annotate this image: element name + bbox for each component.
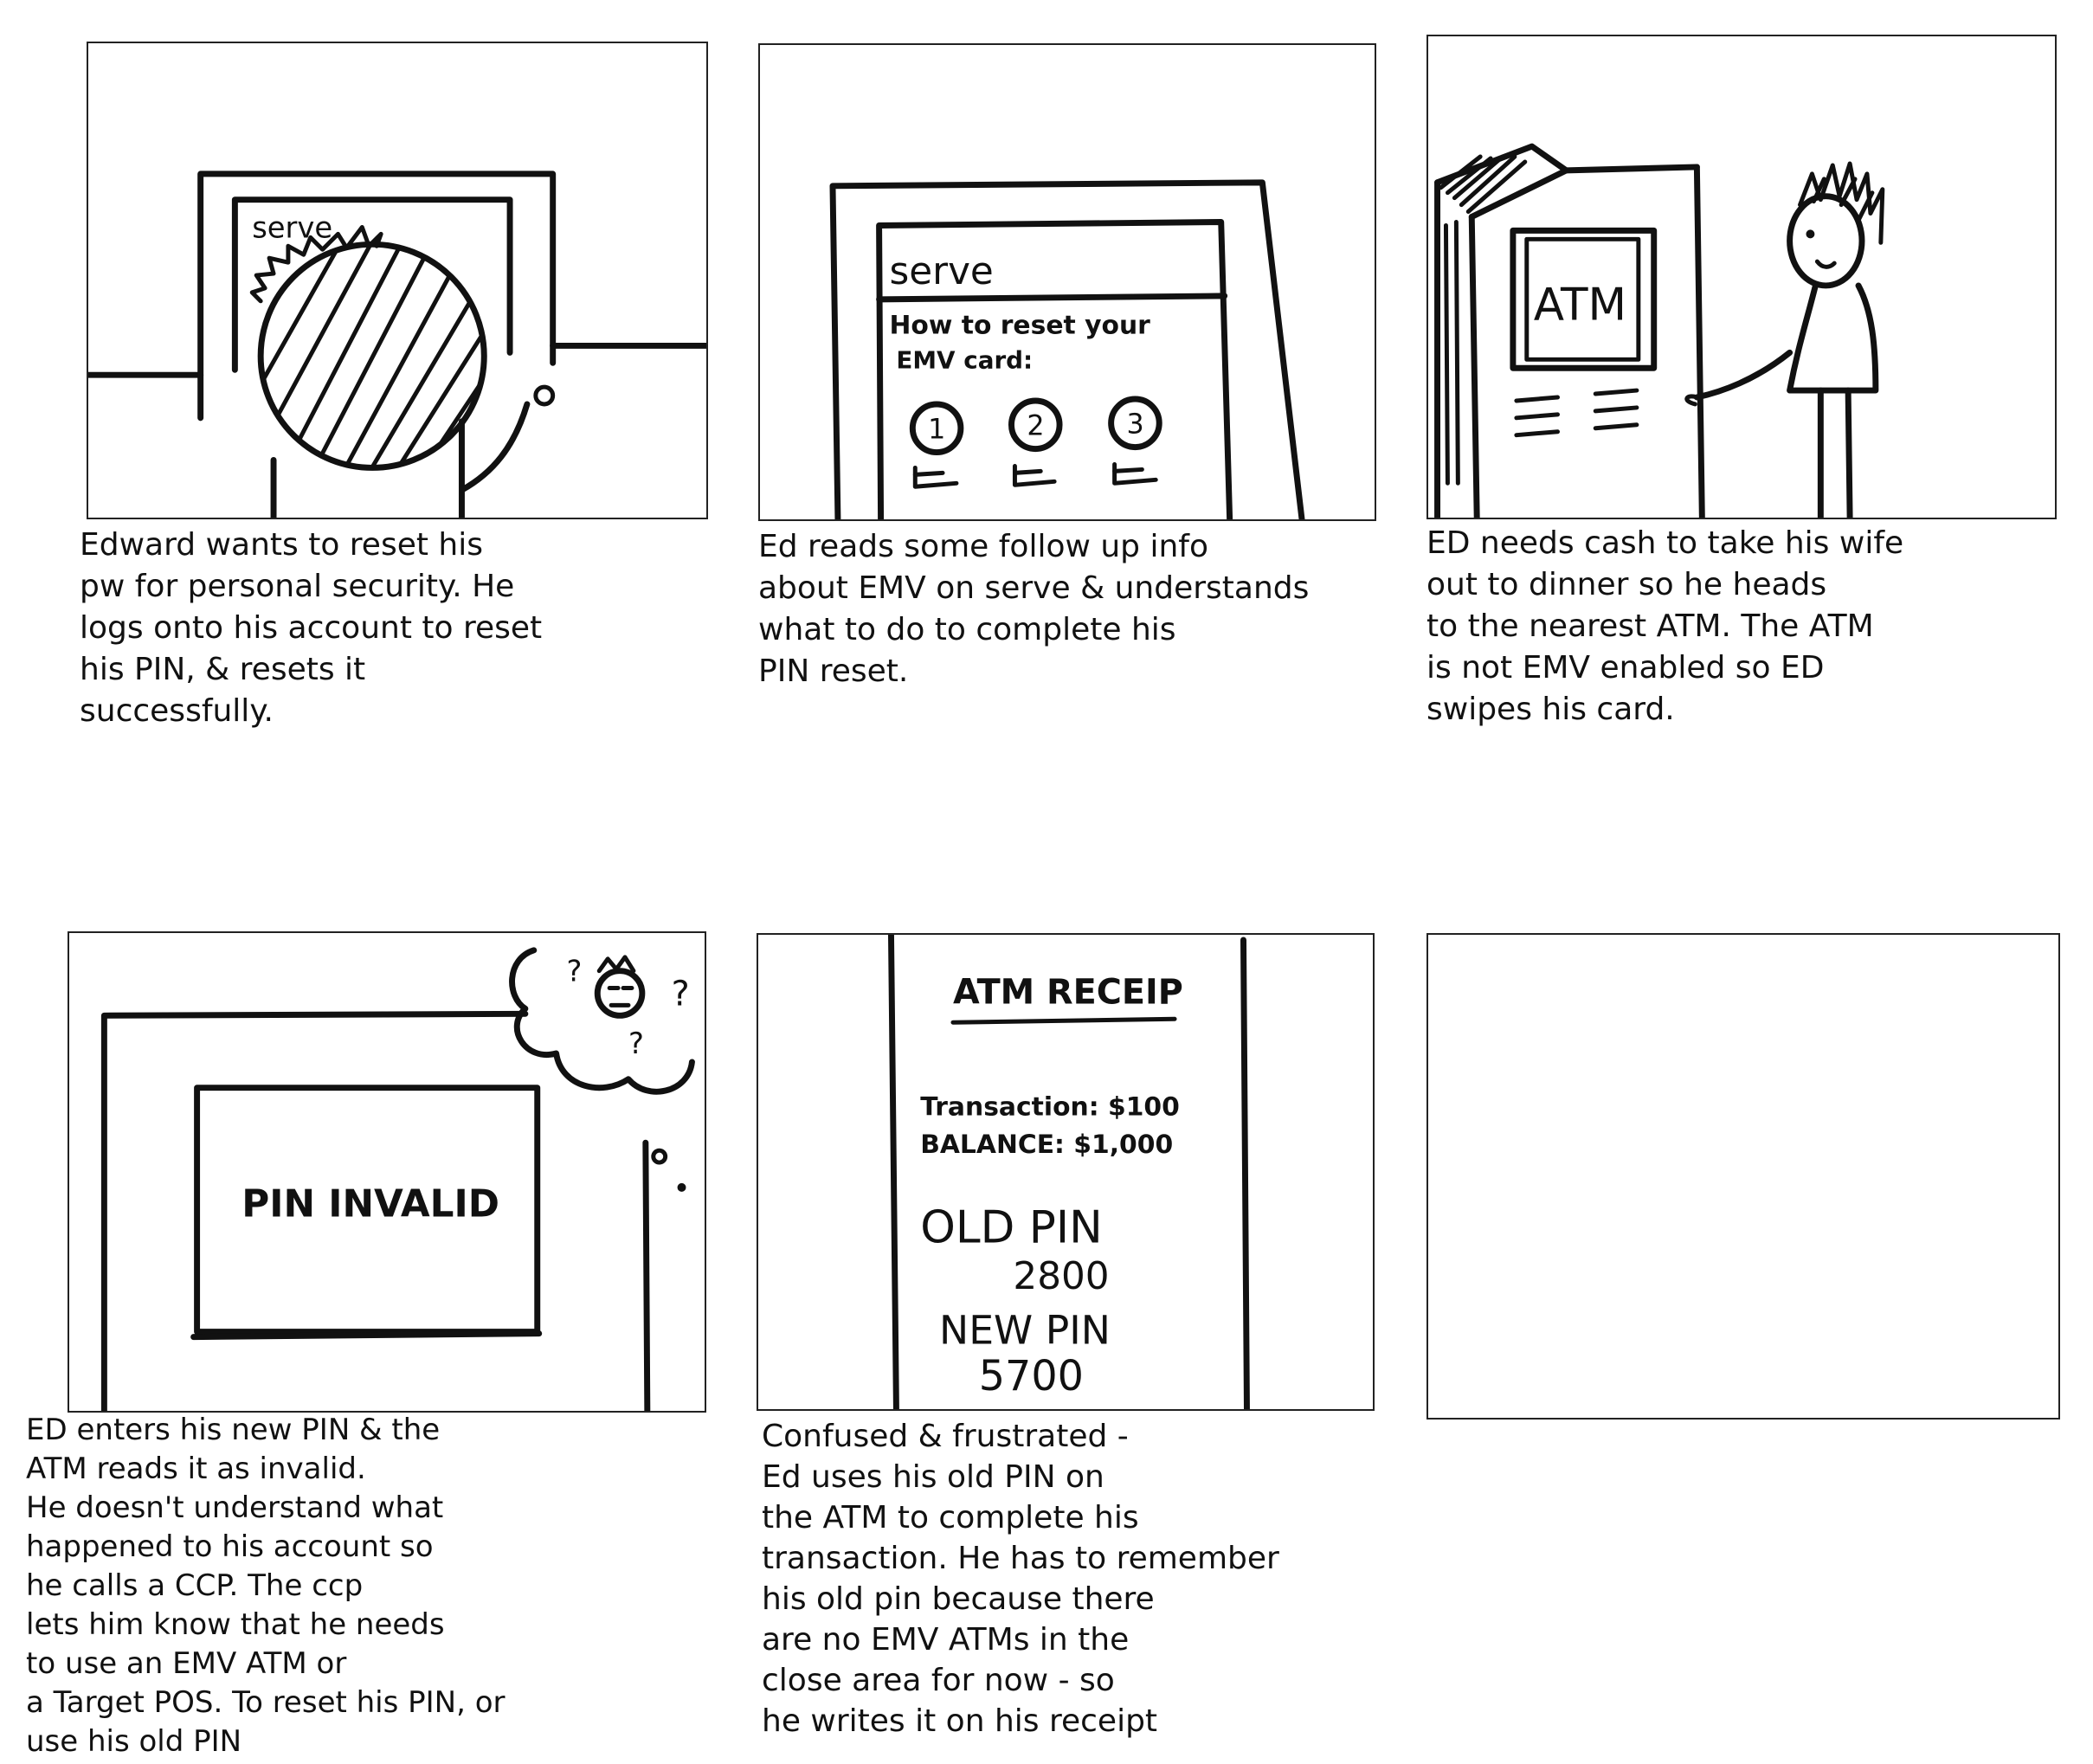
step-circle-3 — [1108, 396, 1162, 451]
panel-2-drawing: serve How to reset your EMV card: 1 2 3 — [829, 179, 1305, 519]
storyboard-panel-1: serve — [87, 42, 708, 519]
storyboard-panel-5: ATM RECEIP Transaction: $100 BALANCE: $1… — [757, 933, 1375, 1411]
thought-question-mark: ? — [628, 1027, 644, 1060]
atm-label: ATM — [1534, 280, 1626, 332]
screen-brand: serve — [252, 210, 332, 244]
new-pin-label: NEW PIN — [939, 1308, 1111, 1354]
thought-question-mark: ? — [566, 955, 582, 988]
step-circle-2 — [1008, 397, 1063, 453]
atm-keypad-lines — [1514, 388, 1639, 438]
panel-1-drawing: serve — [88, 171, 706, 518]
old-pin-label: OLD PIN — [920, 1201, 1102, 1253]
panel-4-drawing: PIN INVALID ? ? ? — [100, 947, 695, 1411]
atm-screen — [1510, 227, 1658, 371]
storyboard-panel-2: serve How to reset your EMV card: 1 2 3 — [758, 43, 1376, 521]
step-number-3: 3 — [1127, 409, 1144, 441]
panel-1-caption: Edward wants to reset his pw for persona… — [80, 527, 543, 729]
panel-4-caption: ED enters his new PIN & the ATM reads it… — [26, 1413, 506, 1759]
screen-message: PIN INVALID — [242, 1182, 499, 1226]
screen-brand: serve — [890, 249, 994, 293]
panel-5-caption: Confused & frustrated - Ed uses his old … — [762, 1419, 1279, 1739]
receipt-title: ATM RECEIP — [953, 972, 1183, 1012]
balance-line: BALANCE: $1,000 — [920, 1130, 1173, 1160]
panel-3-drawing: ATM — [1434, 143, 1885, 518]
confused-face — [594, 968, 646, 1019]
storyboard-panel-3: ATM — [1426, 35, 2057, 519]
receipt-left-edge — [887, 935, 899, 1409]
panel-3-caption: ED needs cash to take his wife out to di… — [1426, 525, 1904, 727]
new-pin-value: 5700 — [979, 1353, 1084, 1400]
person-head — [1787, 193, 1865, 289]
person-body — [1787, 282, 1879, 394]
step-number-1: 1 — [928, 415, 945, 446]
receipt-right-edge — [1240, 937, 1250, 1409]
thought-question-mark: ? — [672, 974, 690, 1014]
thought-cloud — [509, 947, 695, 1095]
storyboard-panel-6 — [1426, 933, 2060, 1420]
transaction-line: Transaction: $100 — [920, 1091, 1180, 1122]
storyboard-panel-4: PIN INVALID ? ? ? — [68, 931, 706, 1413]
old-pin-value: 2800 — [1013, 1254, 1109, 1298]
step-circle-1 — [909, 401, 964, 456]
screen-heading: How to reset your — [890, 311, 1151, 341]
panel-5-drawing: ATM RECEIP Transaction: $100 BALANCE: $1… — [887, 935, 1250, 1409]
panel-2-caption: Ed reads some follow up info about EMV o… — [758, 529, 1310, 689]
person-hair — [1798, 161, 1885, 245]
pointing-arm — [458, 401, 531, 493]
atm-screen — [194, 1085, 541, 1336]
screen-subheading: EMV card: — [896, 345, 1033, 374]
step-number-2: 2 — [1027, 411, 1044, 442]
